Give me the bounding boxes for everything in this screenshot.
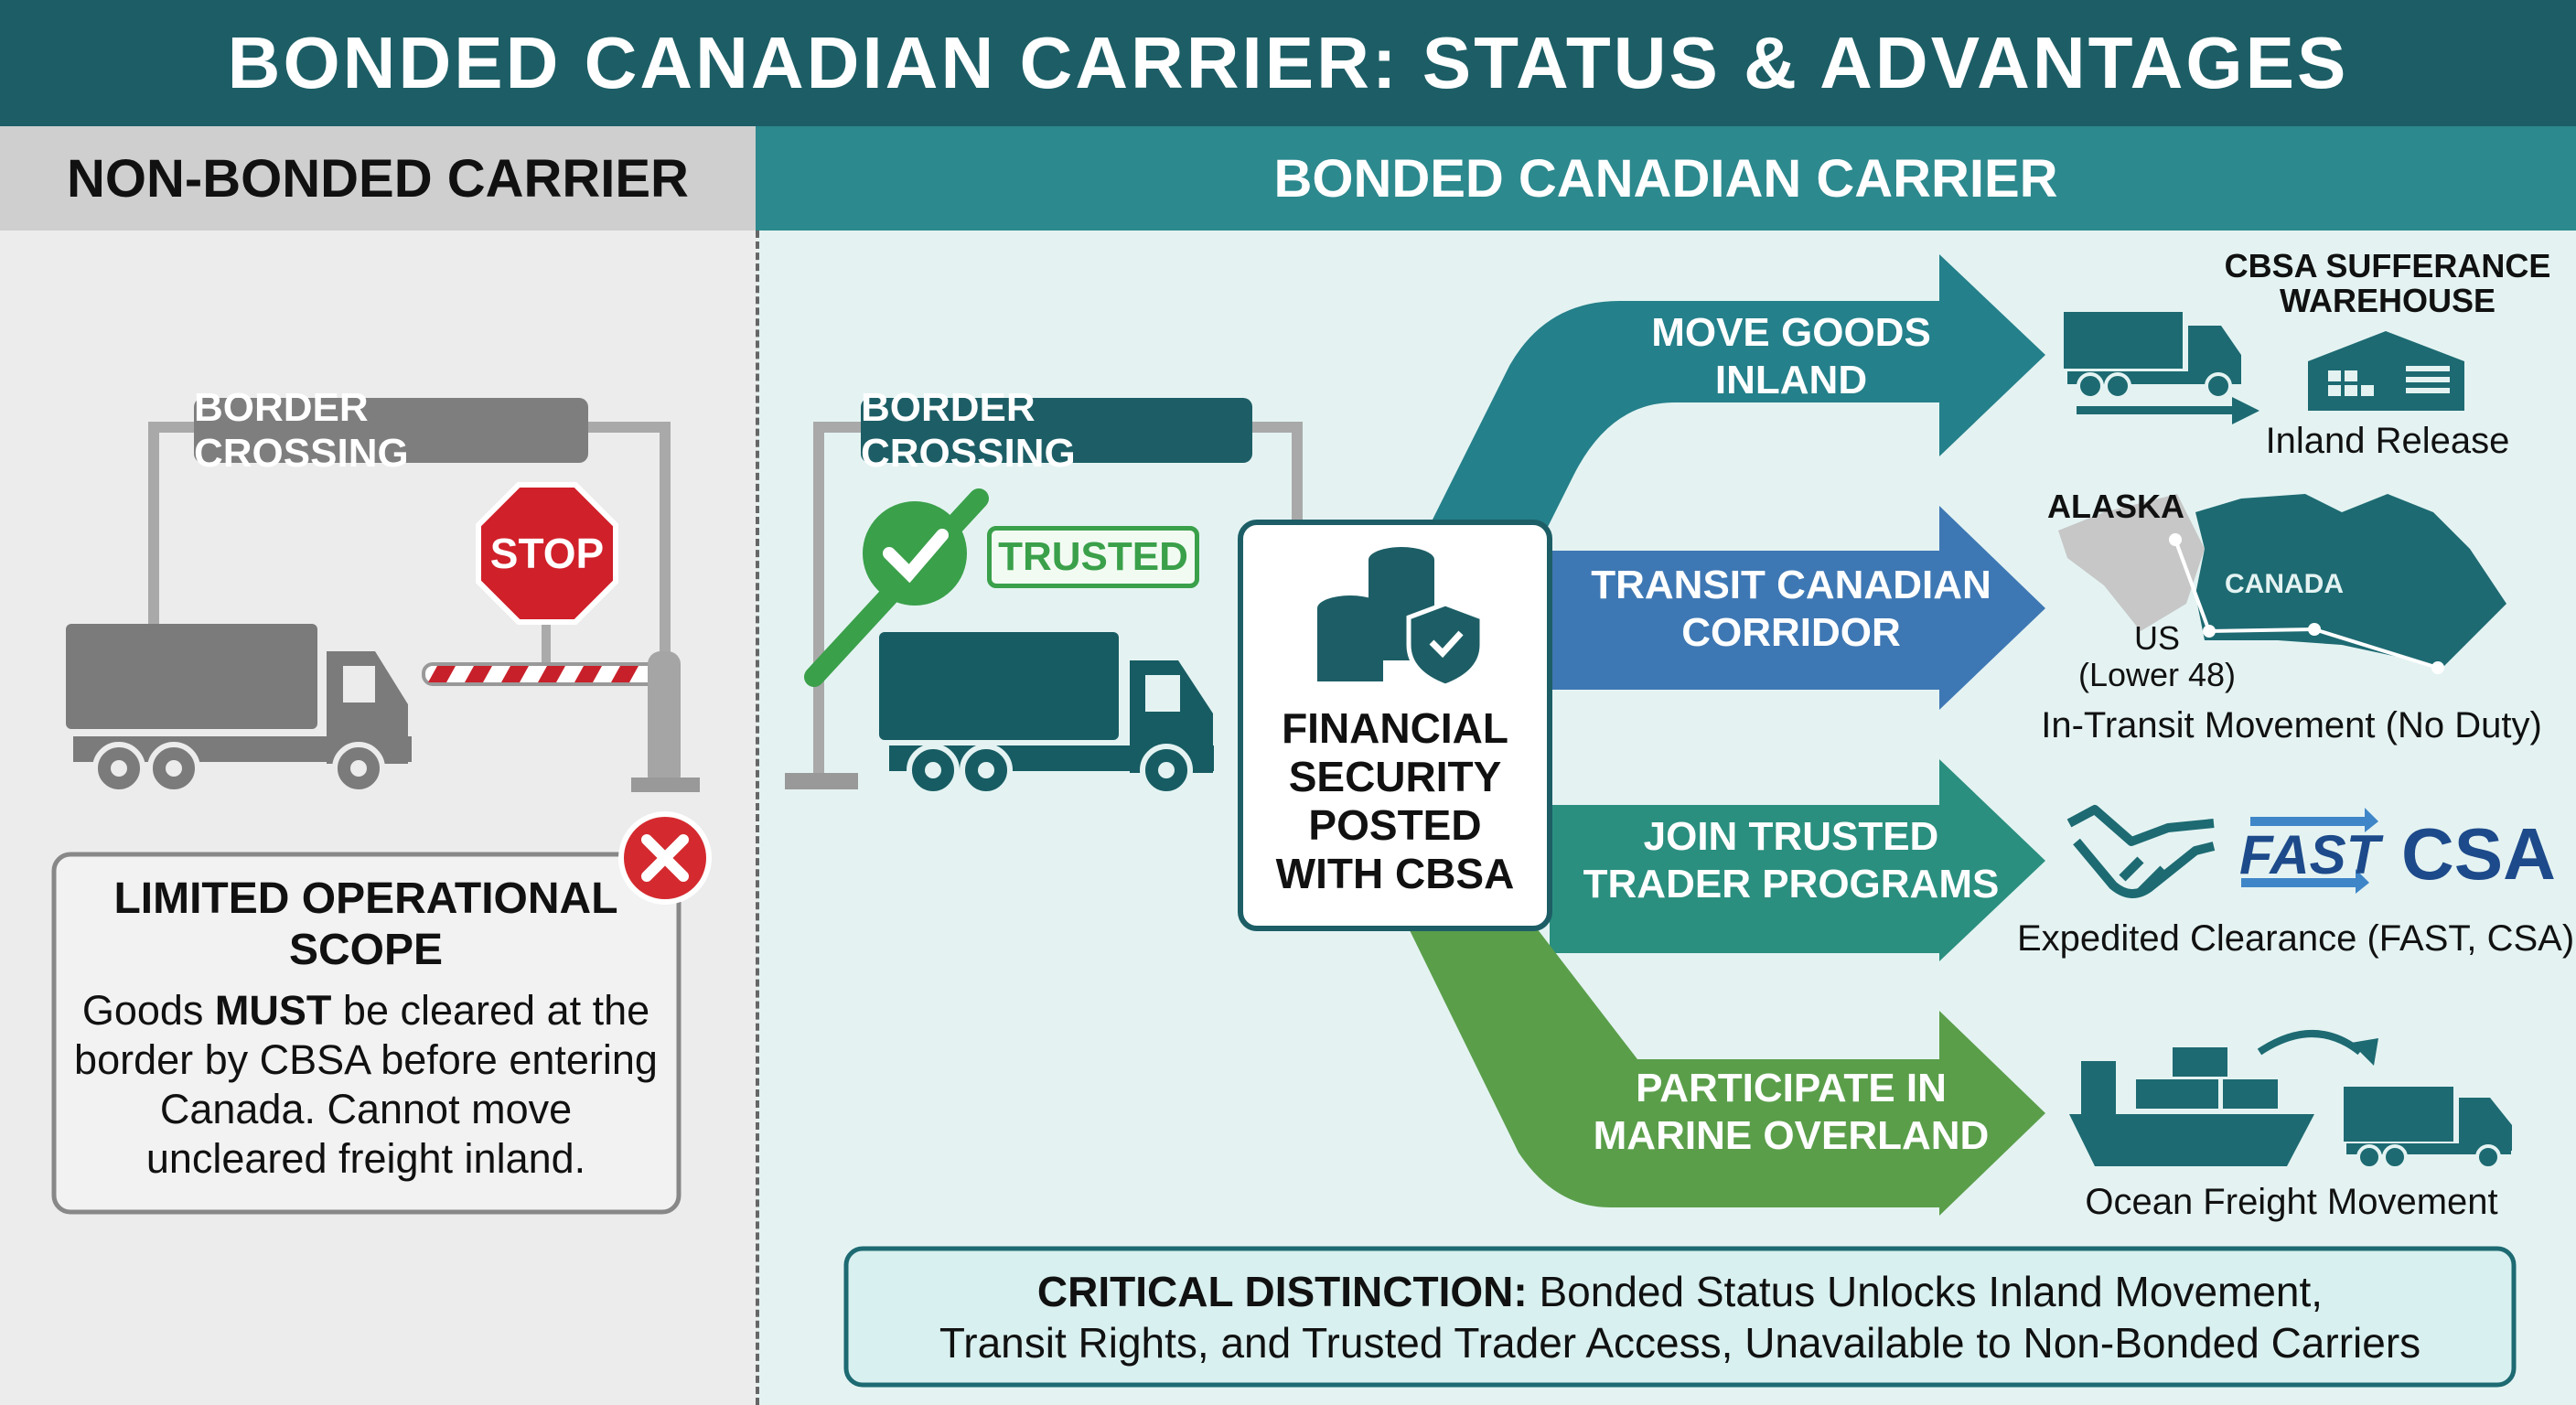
critical-label: CRITICAL DISTINCTION: (1036, 1268, 1528, 1315)
expedited-clearance-caption: Expedited Clearance (FAST, CSA) (2017, 918, 2575, 959)
financial-security-text: FINANCIAL SECURITY POSTED WITH CBSA (1240, 704, 1550, 898)
inland-release-caption: Inland Release (2265, 421, 2510, 461)
handshake-icon (2066, 805, 2216, 898)
fast-logo: FAST (2239, 824, 2380, 885)
non-bonded-heading: NON-BONDED CARRIER (0, 126, 756, 231)
fast-logo-arrows (2241, 808, 2378, 894)
teal-truck-icon (879, 632, 1214, 797)
csa-logo: CSA (2401, 813, 2556, 895)
cargo-ship-icon (2069, 1047, 2314, 1166)
small-truck-icon (2344, 1087, 2512, 1170)
truck-to-warehouse-icon (2064, 312, 2259, 424)
curved-arrow-icon (2257, 1030, 2363, 1056)
arrow-label-line: CORRIDOR (1681, 610, 1901, 655)
arrow-label-line: MARINE OVERLAND (1593, 1113, 1990, 1158)
stop-sign-icon (476, 482, 618, 677)
arrow-label-line: PARTICIPATE IN (1636, 1066, 1947, 1110)
limited-scope-title: LIMITED OPERATIONAL SCOPE (113, 874, 618, 974)
warehouse-title-line: WAREHOUSE (2279, 282, 2496, 319)
arrow-transit-corridor (1550, 506, 2045, 710)
limited-scope-box (51, 852, 682, 1215)
warehouse-title-line: CBSA SUFFERANCE (2224, 247, 2551, 284)
map-label-canada: CANADA (2225, 569, 2344, 599)
arrow-trusted-trader (1550, 759, 2045, 961)
critical-distinction-box (843, 1246, 2517, 1388)
us-sublabel: (Lower 48) (2077, 656, 2237, 693)
warehouse-icon (2308, 331, 2464, 411)
ocean-freight-caption: Ocean Freight Movement (2085, 1182, 2498, 1222)
critical-line: Bonded Status Unlocks Inland Movement, (1527, 1268, 2324, 1315)
panel-divider (756, 231, 759, 1405)
us-label: US (2133, 619, 2180, 657)
trusted-badge: TRUSTED (987, 526, 1199, 588)
coins-shield-icon (1317, 547, 1485, 689)
right-border-crossing-label: BORDER CROSSING (861, 385, 1252, 476)
arrow-label-line: INLAND (1714, 358, 1868, 402)
closed-barrier-icon (422, 651, 700, 792)
arrow-label-line: JOIN TRUSTED (1643, 814, 1939, 859)
stop-sign-text: STOP (489, 530, 605, 577)
scope-body-text: Goods (81, 987, 215, 1034)
gray-truck-icon (66, 624, 412, 795)
scope-body-text: be cleared at the border by CBSA before … (74, 987, 658, 1182)
security-line: POSTED (1308, 801, 1482, 849)
arrow-label-line: MOVE GOODS (1651, 310, 1931, 355)
gate-post (785, 773, 858, 789)
critical-line: Transit Rights, and Trusted Trader Acces… (939, 1319, 2421, 1367)
arrow-move-goods-inland (1427, 254, 2045, 549)
limited-scope-body: Goods MUST be cleared at the border by C… (69, 986, 663, 1184)
security-line: WITH CBSA (1275, 850, 1515, 897)
canada-map-icon (2058, 494, 2506, 674)
page-title: BONDED CANADIAN CARRIER: STATUS & ADVANT… (0, 0, 2576, 126)
arrow-label-line: TRANSIT CANADIAN (1591, 563, 1991, 607)
security-line: SECURITY (1288, 753, 1502, 800)
in-transit-caption: In-Transit Movement (No Duty) (2041, 705, 2542, 745)
check-circle-icon (863, 501, 967, 606)
scope-body-emphasis: MUST (214, 987, 332, 1034)
critical-distinction-text: CRITICAL DISTINCTION: Bonded Status Unlo… (846, 1266, 2514, 1368)
left-border-crossing-label: BORDER CROSSING (194, 385, 588, 476)
arrow-marine-overland (1409, 928, 2045, 1216)
bonded-heading: BONDED CANADIAN CARRIER (756, 126, 2576, 231)
map-label-alaska: ALASKA (2047, 488, 2184, 525)
security-line: FINANCIAL (1282, 704, 1508, 752)
map-label-us: US(Lower 48) (2066, 620, 2249, 693)
arrow-label-line: TRADER PROGRAMS (1583, 862, 2000, 906)
x-mark-icon (618, 811, 712, 905)
